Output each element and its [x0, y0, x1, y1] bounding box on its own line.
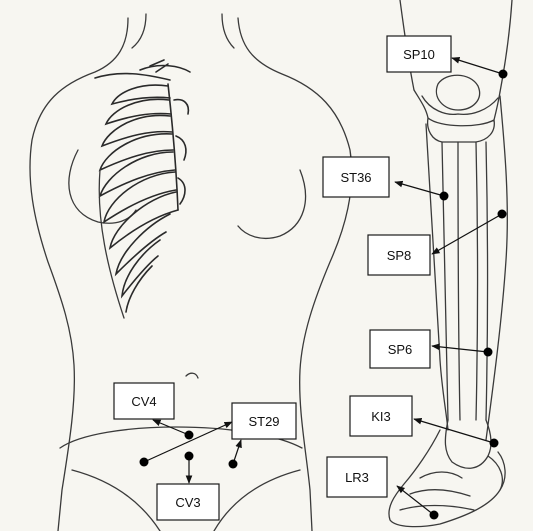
tibia-head — [428, 118, 495, 142]
label-sp10: SP10 — [387, 36, 451, 72]
tibia-shaft-right — [458, 142, 460, 420]
calf-outer — [486, 96, 507, 440]
foot-bones-2 — [410, 490, 470, 496]
fibula-right — [486, 142, 488, 420]
torso-left-outline — [30, 18, 128, 531]
groin-right — [214, 470, 300, 531]
leader-sp8 — [432, 214, 502, 254]
label-text-cv3: CV3 — [175, 495, 200, 510]
label-lr3: LR3 — [327, 457, 387, 497]
point-lr3 — [430, 511, 439, 520]
label-cv3: CV3 — [157, 484, 219, 520]
leader-sp10 — [452, 58, 503, 74]
leader-st36 — [395, 182, 444, 196]
label-st36: ST36 — [323, 157, 389, 197]
foot-bones-1 — [420, 472, 462, 478]
point-cv3 — [185, 452, 194, 461]
foot-bones-3 — [400, 506, 474, 511]
label-text-lr3: LR3 — [345, 470, 369, 485]
navel — [186, 373, 198, 378]
leader-lines — [144, 58, 503, 515]
label-text-st36: ST36 — [340, 170, 371, 185]
label-text-st29: ST29 — [248, 414, 279, 429]
point-sp8 — [498, 210, 507, 219]
breast-left — [69, 150, 136, 223]
knee-outer-left — [414, 90, 428, 118]
neck-line-left — [132, 14, 146, 48]
point-st29-right — [229, 460, 238, 469]
rib-right-1 — [174, 100, 188, 114]
patella — [436, 75, 479, 110]
label-text-sp8: SP8 — [387, 248, 412, 263]
label-cv4: CV4 — [114, 383, 174, 419]
label-st29: ST29 — [232, 403, 296, 439]
label-ki3: KI3 — [350, 396, 412, 436]
clavicle-left — [95, 74, 170, 80]
ankle — [445, 420, 491, 468]
heel — [488, 456, 502, 490]
acupoint-markers — [140, 70, 508, 520]
label-sp8: SP8 — [368, 235, 430, 275]
leader-sp6 — [432, 346, 488, 352]
point-cv4 — [185, 431, 194, 440]
neck-line-right — [222, 14, 234, 48]
label-text-ki3: KI3 — [371, 409, 391, 424]
leader-ki3 — [414, 419, 494, 443]
knee-outer-right — [494, 92, 500, 120]
fibula-left — [476, 142, 478, 420]
rib-right-3 — [178, 178, 185, 204]
label-text-sp6: SP6 — [388, 342, 413, 357]
breast-right — [238, 170, 306, 238]
rib-cage — [99, 84, 188, 318]
point-sp6 — [484, 348, 493, 357]
rib-3 — [102, 115, 172, 146]
foot-outline — [389, 430, 505, 527]
knee-joint — [422, 96, 498, 114]
tibia-shaft-left — [442, 142, 448, 420]
groin-left — [72, 470, 160, 531]
label-sp6: SP6 — [370, 330, 430, 368]
point-sp10 — [499, 70, 508, 79]
label-text-sp10: SP10 — [403, 47, 435, 62]
point-st36 — [440, 192, 449, 201]
rib-right-2 — [176, 136, 186, 160]
point-ki3 — [490, 439, 499, 448]
point-st29-left — [140, 458, 149, 467]
label-text-cv4: CV4 — [131, 394, 156, 409]
torso-right-outline — [238, 18, 352, 531]
